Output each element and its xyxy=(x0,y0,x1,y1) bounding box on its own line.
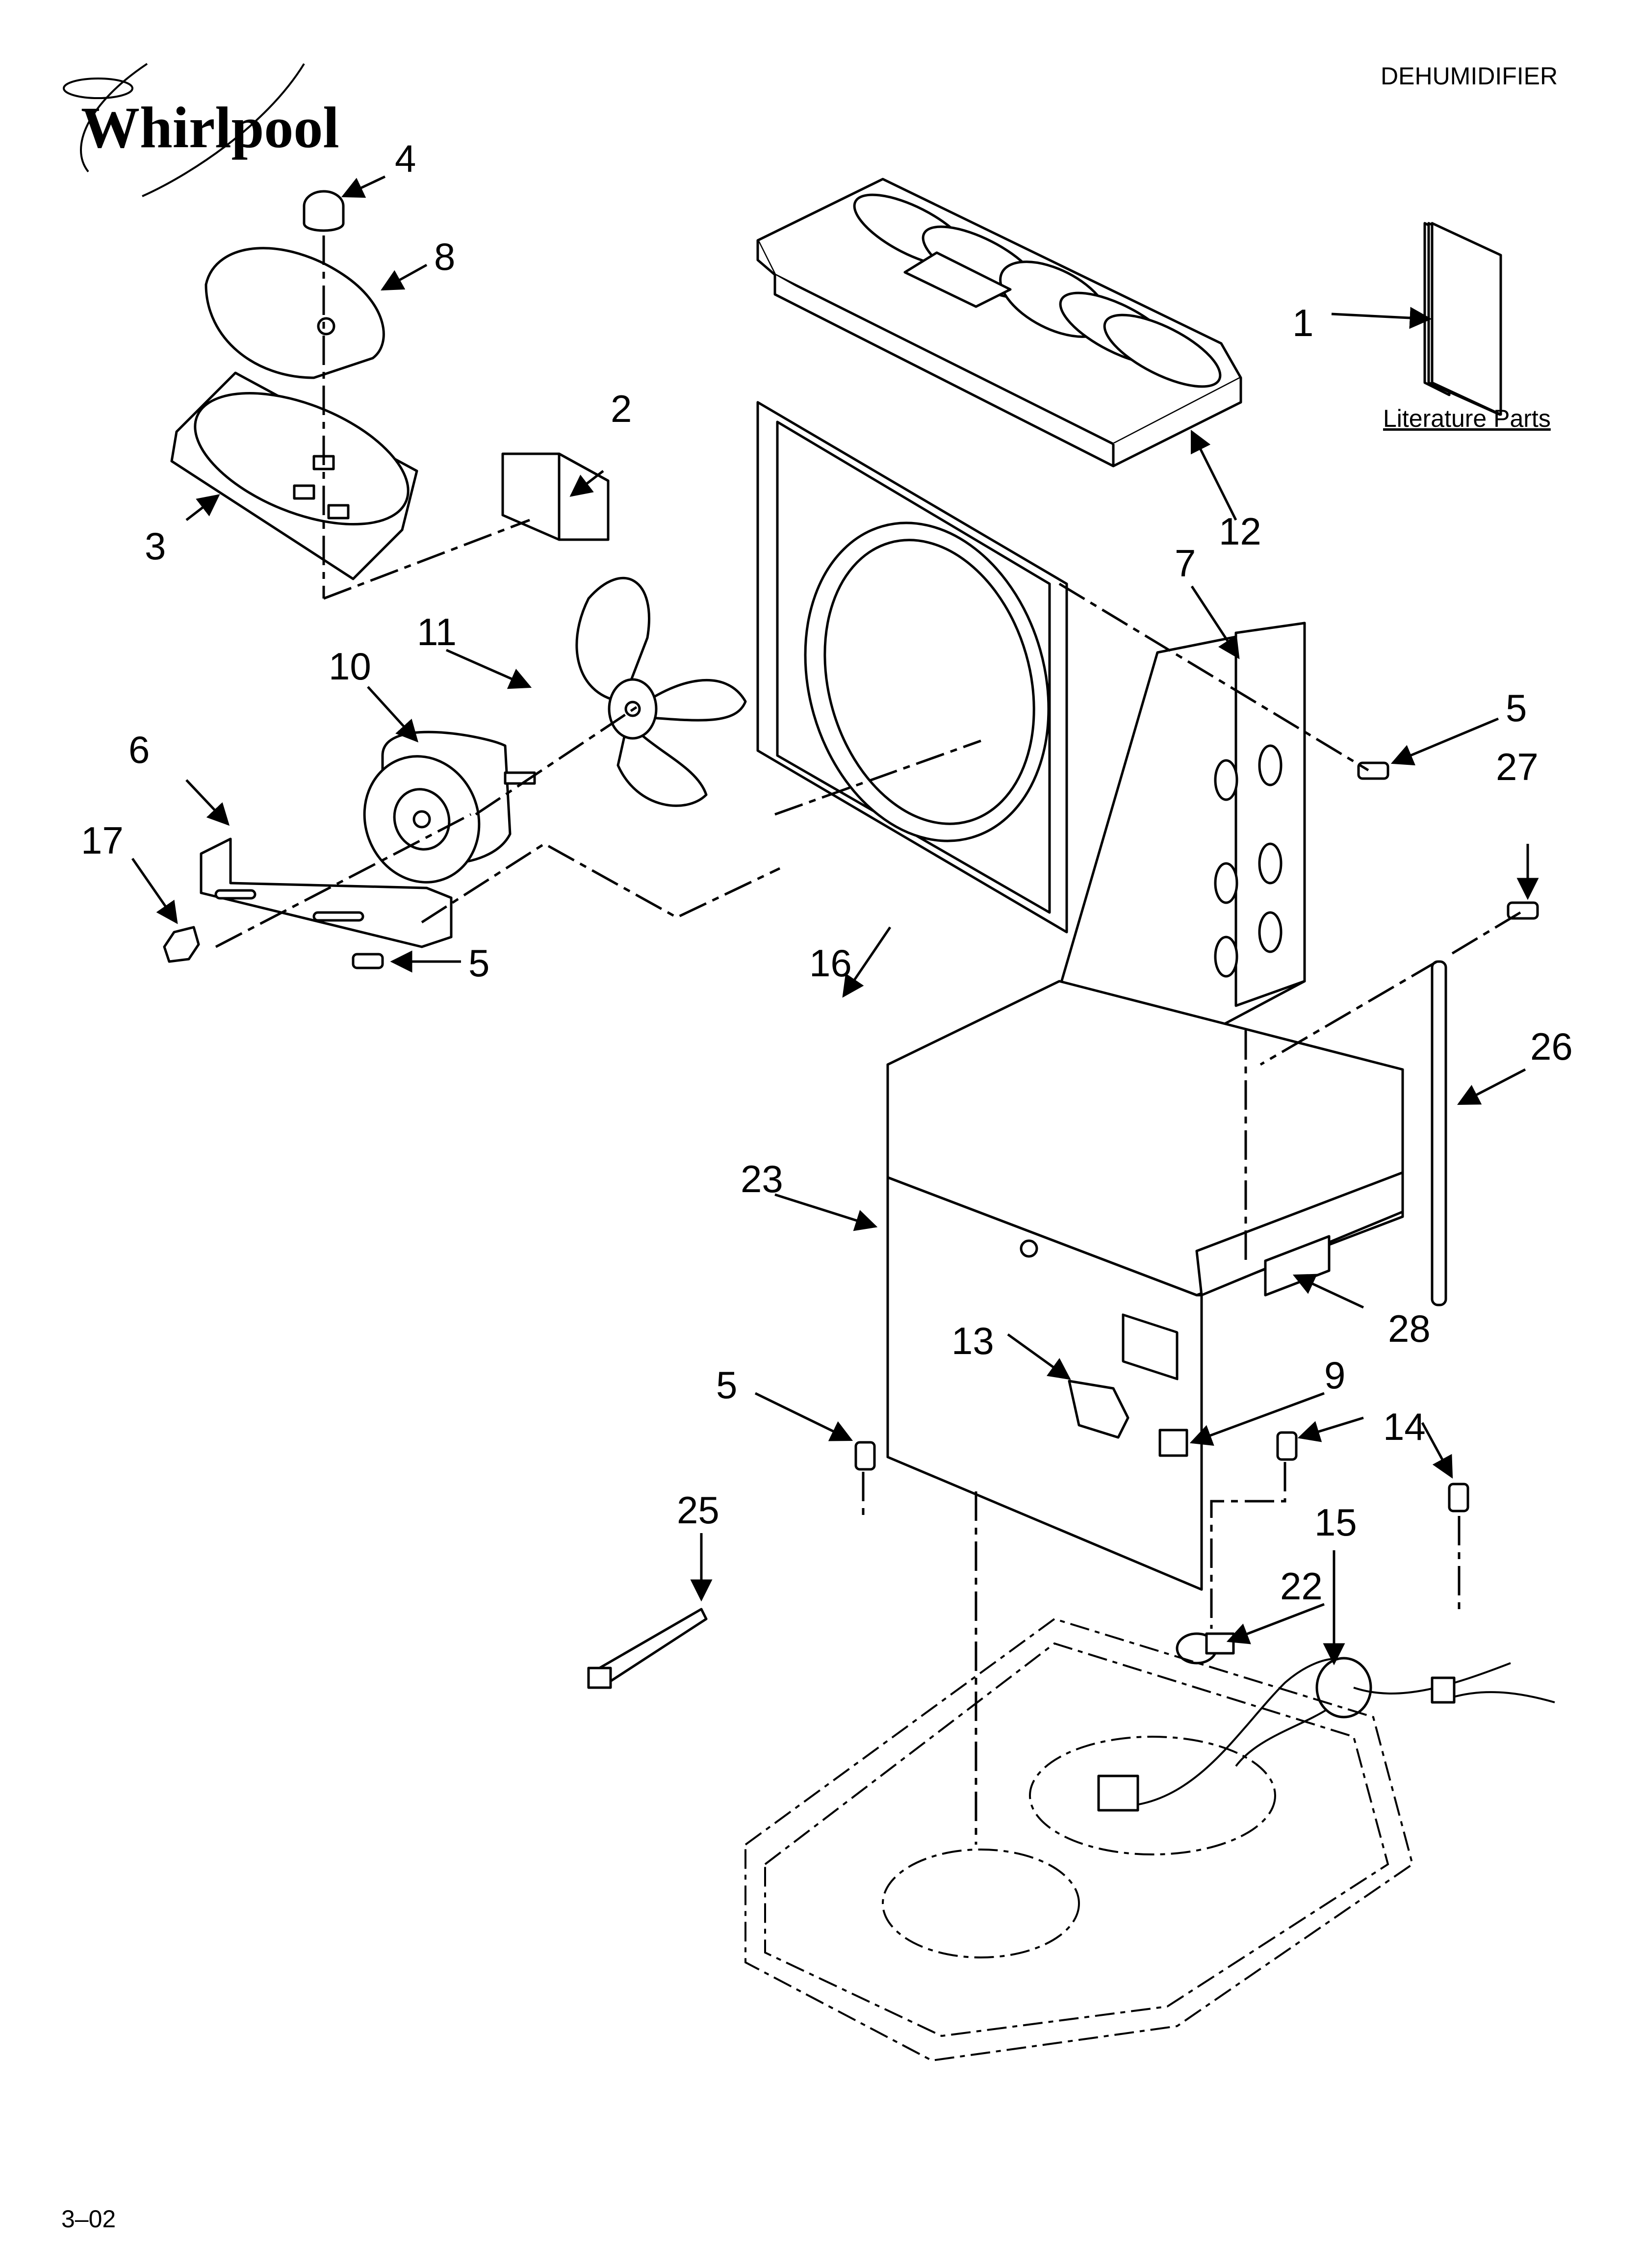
callout-13: 13 xyxy=(951,1319,994,1362)
cabinet xyxy=(886,980,1404,1591)
callout-4: 4 xyxy=(395,137,416,180)
screw-14b xyxy=(1448,1483,1469,1512)
callout-14: 14 xyxy=(1383,1405,1426,1448)
callout-15: 15 xyxy=(1314,1501,1357,1544)
small-bracket xyxy=(1158,1429,1188,1457)
brand-wordmark: Whirlpool xyxy=(81,95,339,160)
screw-5c xyxy=(854,1441,876,1471)
screw-14a xyxy=(1276,1431,1298,1461)
callout-1: 1 xyxy=(1292,301,1313,344)
whirlpool-logo: Whirlpool xyxy=(63,63,339,197)
callout-3: 3 xyxy=(145,524,166,568)
drain-strip xyxy=(1431,960,1447,1306)
screw-5a xyxy=(352,953,384,969)
literature-parts-label: Literature Parts xyxy=(1383,405,1551,432)
assembly-leader-lines xyxy=(215,235,1521,1845)
callout-6: 6 xyxy=(128,728,150,771)
callout-labels: 1 2 3 4 5 5 5 6 7 8 9 10 11 12 13 14 15 … xyxy=(81,137,1573,1608)
callout-22: 22 xyxy=(1280,1564,1323,1608)
top-cover xyxy=(756,178,1242,468)
control-housing xyxy=(170,371,418,580)
callout-10: 10 xyxy=(329,645,371,688)
literature-booklet xyxy=(1423,222,1502,416)
control-panel xyxy=(205,247,385,379)
evaporator-bracket xyxy=(1053,622,1306,1091)
callout-2: 2 xyxy=(611,387,632,430)
control-knob xyxy=(303,190,345,232)
callout-16: 16 xyxy=(809,941,852,985)
callout-11: 11 xyxy=(417,610,457,653)
callout-9: 9 xyxy=(1324,1354,1345,1397)
callout-12: 12 xyxy=(1219,510,1261,553)
callout-26: 26 xyxy=(1530,1025,1573,1068)
page-footer-revision: 3–02 xyxy=(61,2205,116,2233)
selector-switch xyxy=(501,452,610,541)
callout-23: 23 xyxy=(741,1157,783,1200)
motor-mount xyxy=(200,837,453,948)
callout-27: 27 xyxy=(1496,745,1539,788)
callout-25: 25 xyxy=(677,1488,719,1532)
clip-part xyxy=(1264,1235,1331,1297)
screw-5b xyxy=(1357,761,1389,780)
callout-8: 8 xyxy=(434,235,455,278)
grommet xyxy=(1176,1632,1235,1665)
fan-motor xyxy=(363,730,536,884)
float-switch xyxy=(1068,1380,1129,1439)
base-pan-phantom xyxy=(744,1617,1414,2062)
page-header: DEHUMIDIFIER xyxy=(1381,62,1558,90)
nut-17 xyxy=(163,926,200,963)
callout-5-motor: 5 xyxy=(468,941,489,985)
callout-28: 28 xyxy=(1388,1307,1431,1350)
callout-17: 17 xyxy=(81,819,124,862)
fan-blade xyxy=(575,577,747,807)
callout-5-cabinet: 5 xyxy=(716,1363,737,1407)
callout-7: 7 xyxy=(1175,542,1196,585)
cable-tie xyxy=(587,1608,708,1689)
callout-arrows xyxy=(131,175,1539,1666)
fan-shroud xyxy=(756,401,1068,934)
power-cord xyxy=(1097,1657,1555,1812)
callout-5-right: 5 xyxy=(1506,686,1527,730)
